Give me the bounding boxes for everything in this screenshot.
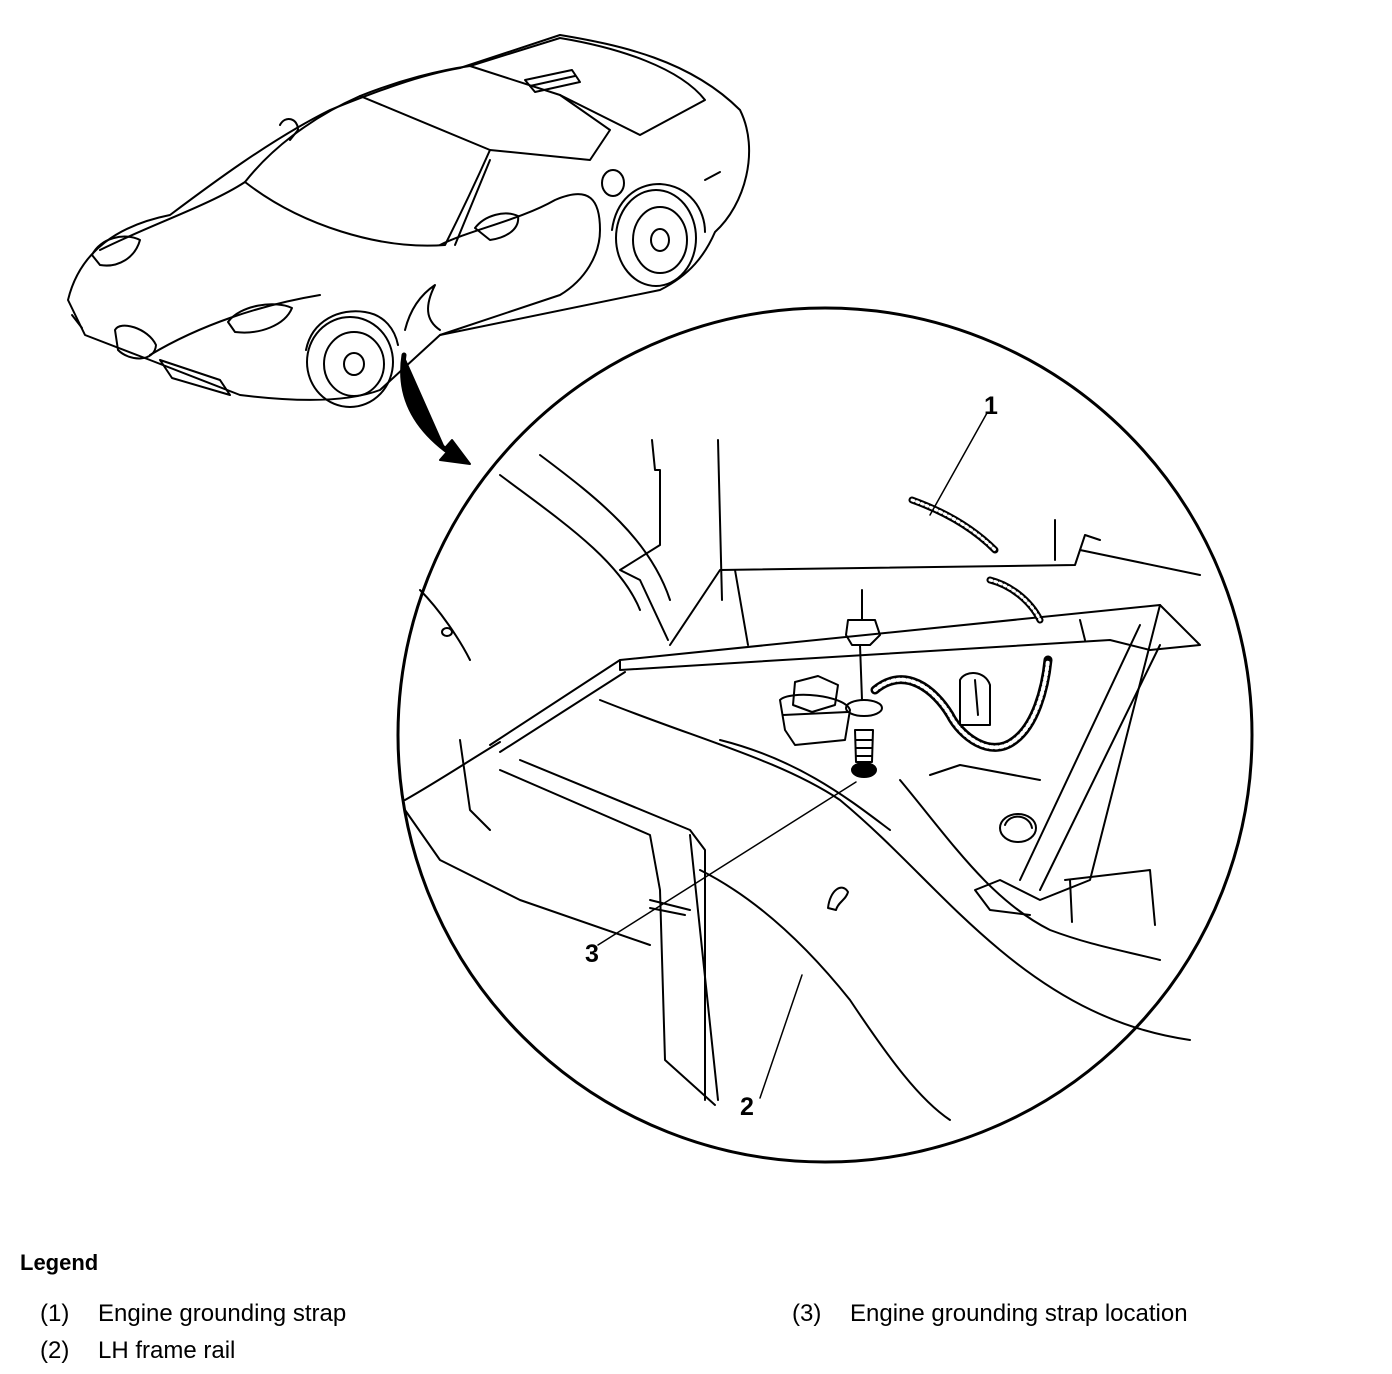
callout-2: 2 <box>740 1093 754 1121</box>
legend-item-number: (2) <box>40 1337 70 1364</box>
callout-1: 1 <box>984 392 998 420</box>
detail-view <box>404 412 1201 1121</box>
legend-item-text: Engine grounding strap location <box>850 1300 1188 1327</box>
detail-magnifier-circle <box>396 306 1254 1164</box>
legend-item-text: LH frame rail <box>98 1337 236 1364</box>
legend-item-text: Engine grounding strap <box>98 1300 347 1327</box>
legend-title: Legend <box>20 1250 99 1275</box>
grounding-strap-diagram: 1 2 3 <box>67 34 1254 1164</box>
legend-item-number: (1) <box>40 1300 70 1327</box>
vehicle-overview <box>67 34 751 408</box>
legend-item-strap-location: (3) Engine grounding strap location <box>792 1300 1188 1328</box>
legend-item-engine-grounding-strap: (1) Engine grounding strap <box>40 1300 346 1328</box>
legend-item-number: (3) <box>792 1300 822 1327</box>
callout-3: 3 <box>585 940 599 968</box>
legend-item-lh-frame-rail: (2) LH frame rail <box>40 1337 235 1365</box>
